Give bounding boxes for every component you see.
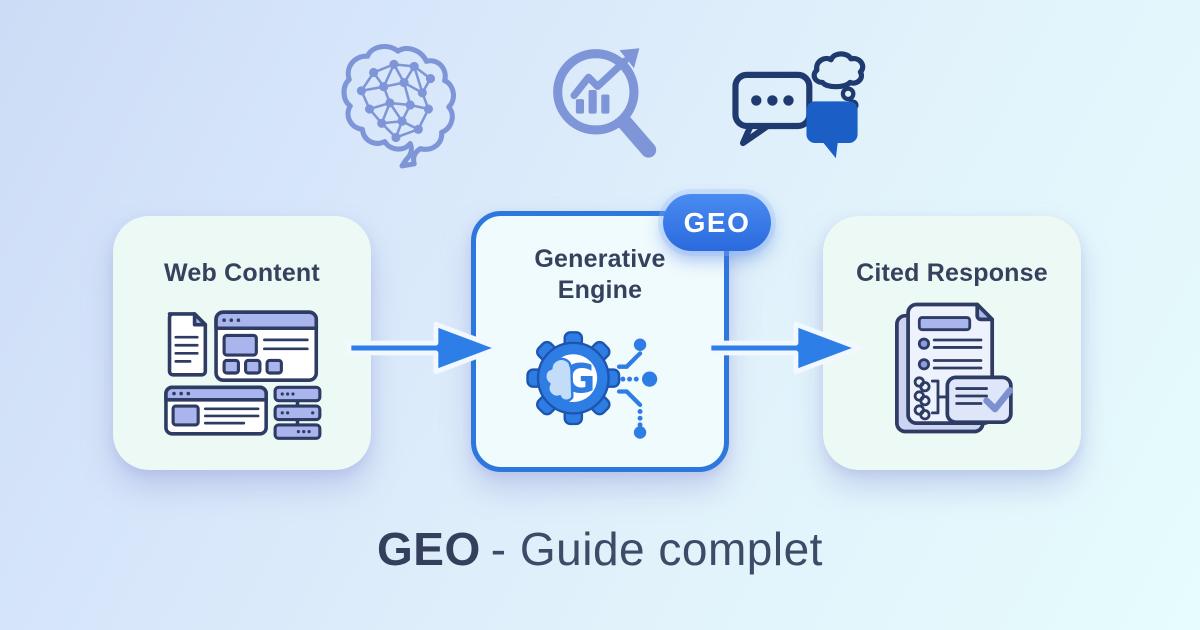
cited-response-label: Cited Response	[856, 259, 1048, 287]
cited-response-card: Cited Response	[823, 216, 1081, 470]
page-title-highlight: GEO	[377, 523, 481, 575]
cited-document-check-icon	[879, 297, 1025, 439]
neural-network-brain-icon	[336, 40, 464, 172]
page-title: GEO- Guide complet	[0, 522, 1200, 576]
web-content-card: Web Content	[113, 216, 371, 470]
geo-badge: GEO	[663, 194, 771, 251]
gear-brain-g-icon: G	[520, 319, 680, 443]
analytics-chart-magnifier-icon	[545, 36, 663, 174]
flow-arrow-web-to-engine	[339, 312, 507, 384]
chat-thought-bubbles-icon	[726, 46, 868, 170]
page-title-rest: - Guide complet	[490, 523, 823, 575]
flow-arrow-engine-to-response	[699, 312, 867, 384]
web-content-documents-icon	[153, 305, 331, 441]
generative-engine-label: Generative Engine	[534, 245, 666, 305]
web-content-label: Web Content	[164, 259, 320, 287]
